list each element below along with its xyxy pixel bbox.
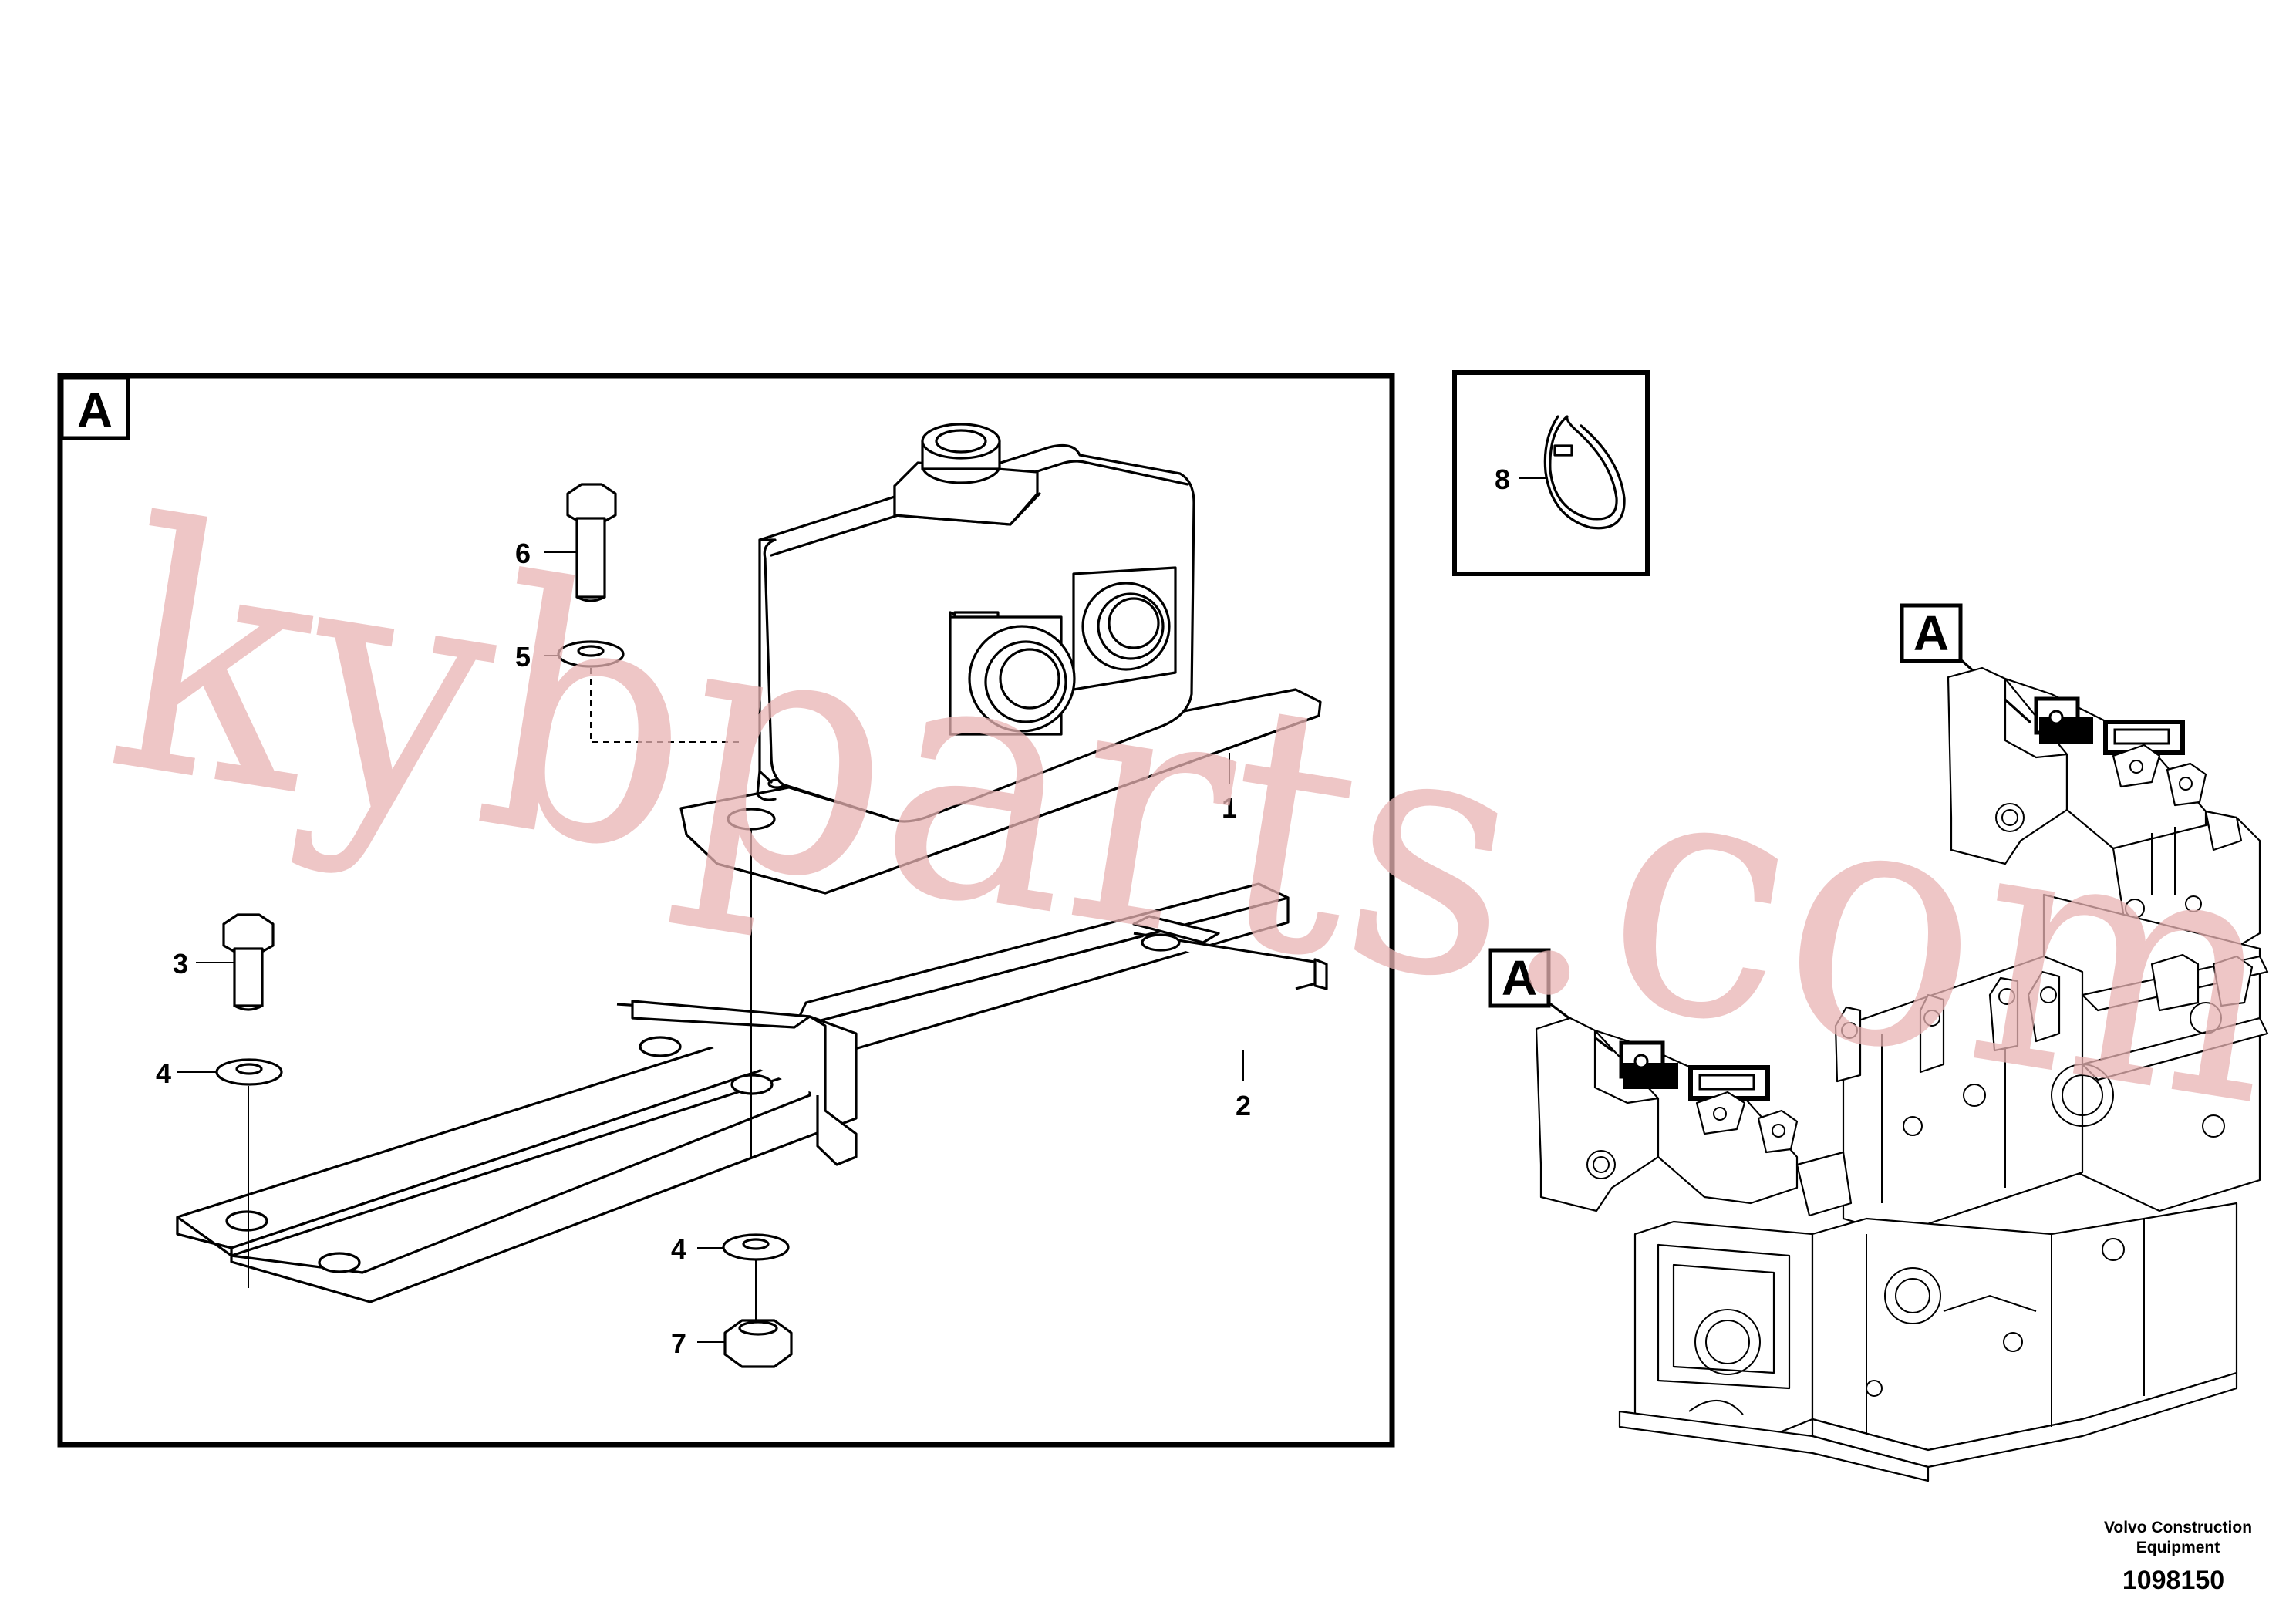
callout-a-upper-box: [1900, 603, 1963, 663]
detail-view-a: A: [57, 373, 1395, 1448]
part-label-5: 5: [515, 641, 531, 673]
leader-lines: [177, 551, 1244, 1343]
angle-bracket: [176, 1000, 858, 1303]
part-label-3: 3: [173, 948, 188, 980]
bolt-3: [222, 913, 275, 1011]
cable-tie-icon: [1543, 415, 1626, 530]
callout-a-lower-box: [1488, 948, 1551, 1008]
washer-5: [557, 640, 625, 668]
washer-4-left: [215, 1058, 283, 1086]
footer: Volvo Construction Equipment 1098150: [2104, 1519, 2252, 1595]
footer-drawing-number: 1098150: [2122, 1566, 2224, 1595]
detail-view-label-box: [59, 376, 130, 440]
leader-5-to-plate: [590, 668, 739, 743]
nut-7: [723, 1319, 793, 1368]
detail-view-label: A: [77, 383, 113, 438]
callout-a-upper-label: A: [1913, 605, 1949, 661]
footer-company-line1: Volvo Construction: [2104, 1519, 2252, 1536]
part-label-4-left: 4: [156, 1057, 171, 1089]
mounted-control-box-lower: [1619, 1040, 1770, 1101]
frame-base-section: [1618, 1202, 2238, 1482]
frame-middle-section: [1834, 893, 2269, 1236]
part-label-4-bottom: 4: [671, 1233, 686, 1265]
bolt-6: [566, 483, 617, 602]
part-label-1: 1: [1222, 792, 1237, 824]
machine-frame-overview: A A: [1488, 603, 2269, 1482]
callout-a-lower-label: A: [1502, 950, 1537, 1006]
part-label-2: 2: [1236, 1090, 1251, 1121]
strap-box: 8: [1452, 370, 1650, 576]
washer-4-bottom: [722, 1233, 790, 1261]
part-label-6: 6: [515, 538, 531, 569]
control-box-assembly: [679, 423, 1322, 895]
footer-company-line2: Equipment: [2136, 1539, 2220, 1556]
frame-rear-section: [1947, 666, 2261, 958]
part-label-7: 7: [671, 1327, 686, 1359]
frame-front-section: [1535, 1017, 1853, 1217]
part-label-8: 8: [1495, 464, 1510, 495]
